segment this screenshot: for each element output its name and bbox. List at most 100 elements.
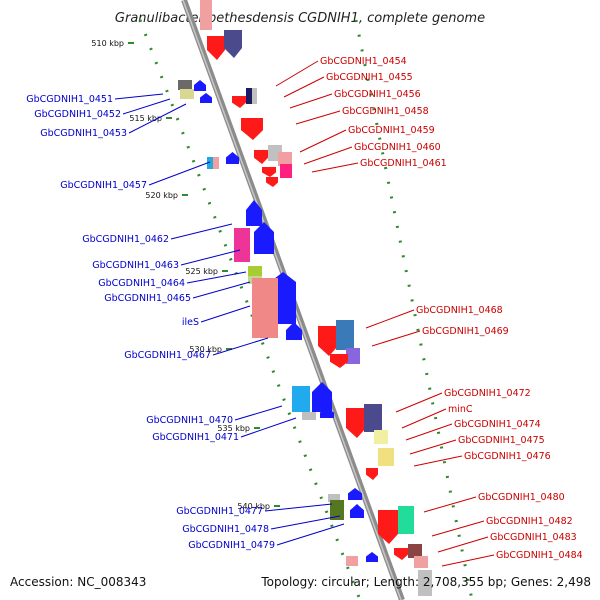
svg-text:GbCGDNIH1_0480: GbCGDNIH1_0480 — [478, 492, 565, 503]
gene-arrow-reverse — [330, 354, 348, 368]
gene-block — [252, 88, 257, 104]
right-gene-label[interactable]: GbCGDNIH1_0484 — [441, 550, 583, 567]
right-gene-label[interactable]: GbCGDNIH1_0476 — [413, 451, 551, 467]
gene-block — [398, 506, 414, 534]
right-gene-label[interactable]: GbCGDNIH1_0480 — [423, 492, 565, 513]
svg-text:GbCGDNIH1_0472: GbCGDNIH1_0472 — [444, 388, 531, 399]
svg-text:GbCGDNIH1_0482: GbCGDNIH1_0482 — [486, 516, 573, 527]
map-title: Granulibacter bethesdensis CGDNIH1, comp… — [115, 11, 485, 26]
gene-block — [213, 157, 219, 169]
gene-arrow-forward — [312, 382, 332, 412]
gene-arrow-reverse — [366, 468, 378, 480]
gene-block — [364, 404, 382, 432]
right-gene-label[interactable]: GbCGDNIH1_0469 — [371, 326, 509, 347]
gene-arrow-reverse — [394, 548, 408, 560]
tick-label: 525 kbp — [185, 267, 218, 276]
right-gene-label[interactable]: GbCGDNIH1_0482 — [431, 516, 573, 537]
left-gene-label[interactable]: GbCGDNIH1_0464 — [98, 271, 247, 289]
left-gene-label[interactable]: GbCGDNIH1_0478 — [182, 515, 341, 535]
svg-text:GbCGDNIH1_0484: GbCGDNIH1_0484 — [496, 550, 583, 561]
right-gene-label[interactable]: GbCGDNIH1_0475 — [409, 435, 545, 455]
gene-block — [252, 278, 278, 338]
tick-label: 530 kbp — [189, 345, 222, 354]
gene-arrow-reverse — [224, 30, 242, 58]
gene-block — [330, 500, 344, 520]
gene-block — [302, 412, 316, 420]
genome-summary-text: Topology: circular; Length: 2,708,355 bp… — [260, 575, 591, 589]
gene-features — [178, 0, 432, 596]
left-gene-label[interactable]: GbCGDNIH1_0463 — [92, 249, 241, 271]
gene-arrow-forward — [254, 222, 274, 254]
gene-arrow-reverse — [346, 408, 366, 438]
right-gene-label[interactable]: GbCGDNIH1_0459 — [299, 125, 435, 153]
gene-arrow-reverse — [207, 36, 225, 60]
svg-text:GbCGDNIH1_0478: GbCGDNIH1_0478 — [182, 524, 269, 535]
svg-text:GbCGDNIH1_0465: GbCGDNIH1_0465 — [104, 293, 191, 304]
svg-text:GbCGDNIH1_0459: GbCGDNIH1_0459 — [348, 125, 435, 136]
svg-text:GbCGDNIH1_0471: GbCGDNIH1_0471 — [152, 432, 239, 443]
svg-text:GbCGDNIH1_0457: GbCGDNIH1_0457 — [60, 180, 147, 191]
tick-label: 540 kbp — [237, 502, 270, 511]
left-gene-label[interactable]: GbCGDNIH1_0479 — [188, 523, 345, 551]
svg-text:ileS: ileS — [182, 317, 199, 328]
left-gene-label[interactable]: GbCGDNIH1_0477 — [176, 503, 333, 517]
svg-text:GbCGDNIH1_0451: GbCGDNIH1_0451 — [26, 94, 113, 105]
gene-block — [248, 266, 262, 276]
svg-text:GbCGDNIH1_0453: GbCGDNIH1_0453 — [40, 128, 127, 139]
gene-block — [346, 556, 358, 566]
left-gene-label[interactable]: GbCGDNIH1_0462 — [82, 223, 233, 245]
right-gene-label[interactable]: GbCGDNIH1_0456 — [289, 89, 421, 109]
left-gene-label[interactable]: GbCGDNIH1_0465 — [104, 281, 251, 304]
right-gene-label[interactable]: GbCGDNIH1_0472 — [395, 388, 531, 413]
gene-block — [328, 494, 340, 502]
gene-block — [178, 80, 192, 90]
gene-block — [280, 164, 292, 178]
svg-text:GbCGDNIH1_0483: GbCGDNIH1_0483 — [490, 532, 577, 543]
reverse-strand-labels: GbCGDNIH1_0454GbCGDNIH1_0455GbCGDNIH1_04… — [275, 56, 583, 567]
gene-block — [180, 89, 194, 99]
svg-text:GbCGDNIH1_0454: GbCGDNIH1_0454 — [320, 56, 407, 67]
svg-text:GbCGDNIH1_0458: GbCGDNIH1_0458 — [342, 106, 429, 117]
left-gene-label[interactable]: GbCGDNIH1_0452 — [34, 98, 171, 120]
gene-block — [414, 556, 428, 568]
right-gene-label[interactable]: minC — [401, 404, 473, 429]
gene-arrow-forward — [226, 152, 239, 164]
gene-arrow-forward — [246, 200, 262, 226]
left-gene-label[interactable]: ileS — [182, 305, 251, 328]
gene-arrow-reverse — [232, 96, 246, 108]
left-gene-label[interactable]: GbCGDNIH1_0470 — [146, 405, 283, 426]
gene-block — [346, 348, 360, 364]
svg-text:GbCGDNIH1_0464: GbCGDNIH1_0464 — [98, 278, 185, 289]
right-gene-label[interactable]: GbCGDNIH1_0455 — [283, 72, 413, 98]
right-gene-label[interactable]: GbCGDNIH1_0460 — [303, 142, 441, 165]
svg-text:GbCGDNIH1_0463: GbCGDNIH1_0463 — [92, 260, 179, 271]
right-gene-label[interactable]: GbCGDNIH1_0454 — [275, 56, 407, 87]
left-gene-label[interactable]: GbCGDNIH1_0467 — [124, 337, 269, 361]
svg-text:GbCGDNIH1_0476: GbCGDNIH1_0476 — [464, 451, 551, 462]
gene-arrow-reverse — [318, 326, 338, 356]
gene-block — [336, 320, 354, 350]
left-gene-label[interactable]: GbCGDNIH1_0457 — [60, 161, 211, 191]
gene-block — [234, 228, 250, 262]
tick-label: 535 kbp — [217, 424, 250, 433]
gene-arrow-reverse — [262, 167, 276, 177]
gene-block — [200, 0, 212, 30]
right-gene-label[interactable]: GbCGDNIH1_0458 — [295, 106, 429, 125]
left-gene-label[interactable]: GbCGDNIH1_0471 — [152, 417, 297, 443]
left-gene-label[interactable]: GbCGDNIH1_0453 — [40, 103, 187, 139]
left-gene-label[interactable]: GbCGDNIH1_0451 — [26, 93, 164, 105]
right-gene-label[interactable]: GbCGDNIH1_0468 — [365, 305, 503, 329]
gene-block — [378, 448, 394, 466]
right-gene-label[interactable]: GbCGDNIH1_0483 — [437, 532, 577, 553]
svg-text:GbCGDNIH1_0467: GbCGDNIH1_0467 — [124, 350, 211, 361]
gene-arrow-forward — [348, 488, 362, 500]
right-gene-label[interactable]: GbCGDNIH1_0461 — [311, 158, 447, 173]
gene-block — [418, 570, 432, 596]
gene-arrow-reverse — [378, 510, 398, 544]
gene-arrow-forward — [194, 80, 206, 91]
svg-text:GbCGDNIH1_0479: GbCGDNIH1_0479 — [188, 540, 275, 551]
accession-text: Accession: NC_008343 — [10, 575, 146, 589]
right-gene-label[interactable]: GbCGDNIH1_0474 — [405, 419, 541, 441]
gene-arrow-forward — [200, 93, 212, 103]
